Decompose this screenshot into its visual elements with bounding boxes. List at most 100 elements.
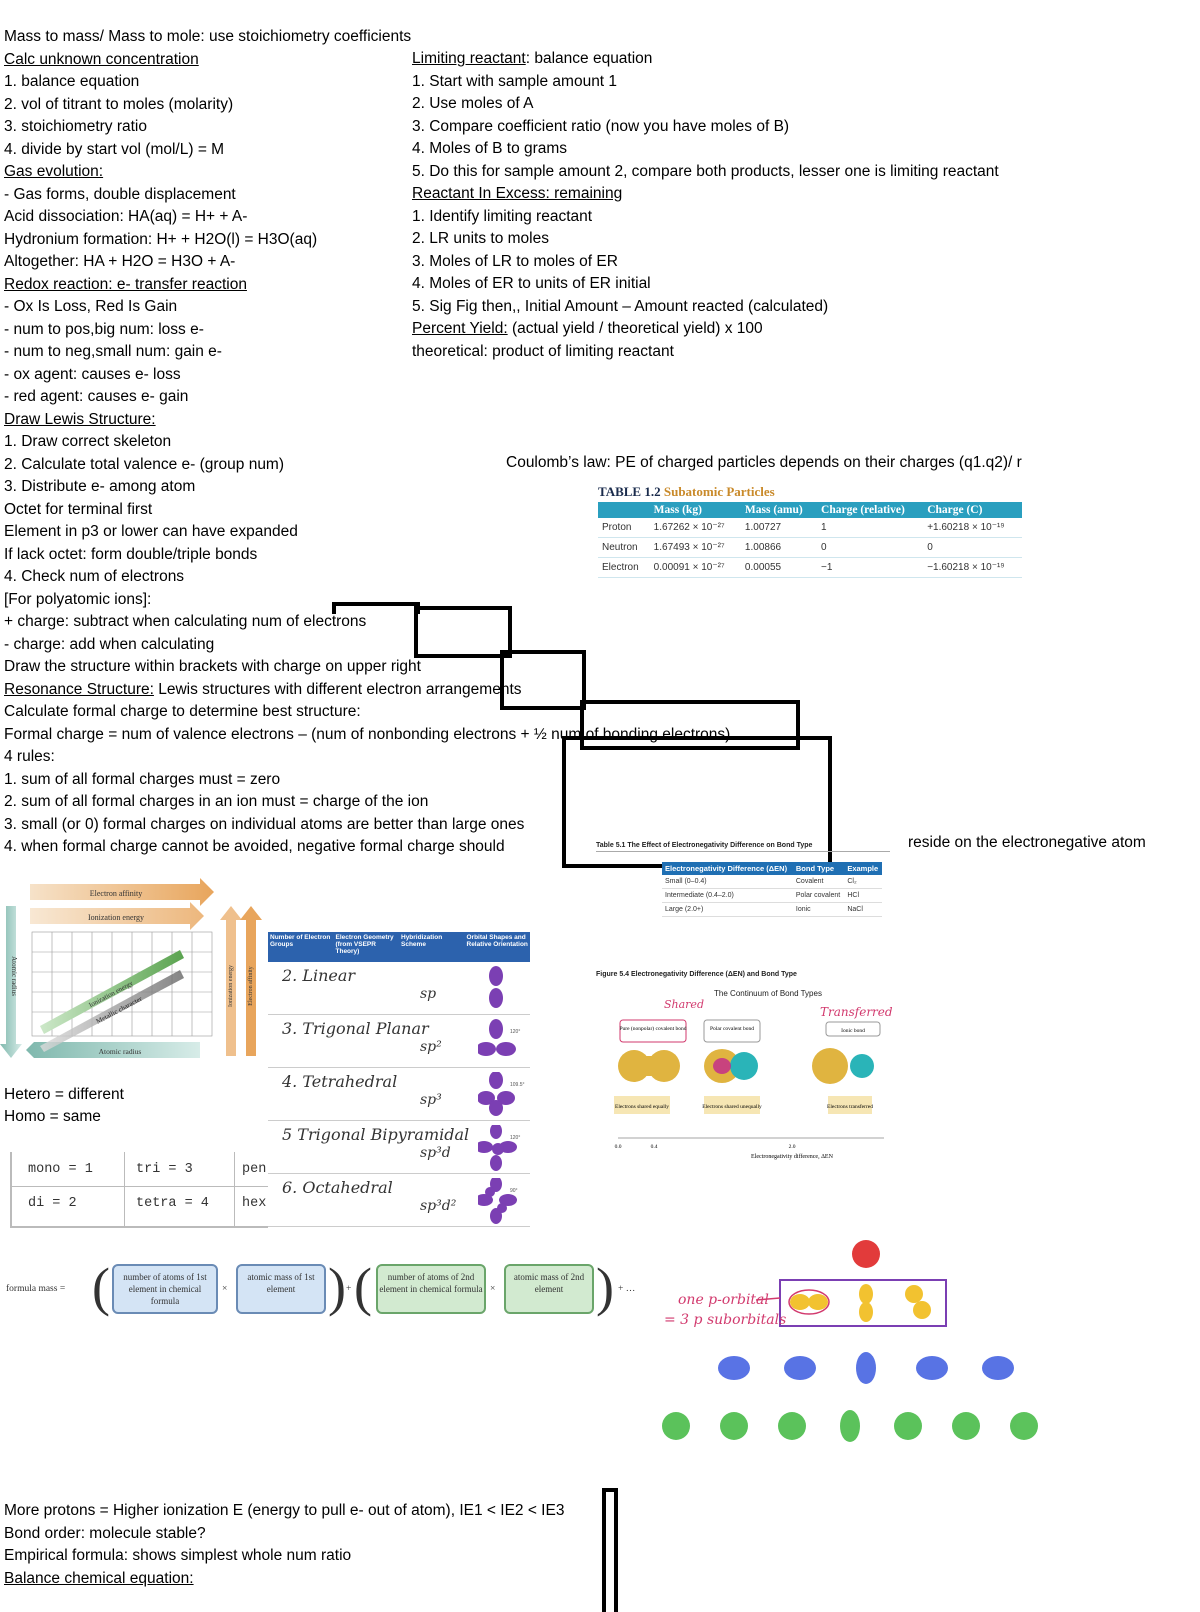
ellipsis: + … bbox=[618, 1284, 636, 1294]
note-text: Percent Yield: bbox=[412, 320, 508, 337]
note-text: 2. LR units to moles bbox=[412, 230, 549, 247]
table-cell: Polar covalent bbox=[792, 888, 845, 903]
f-orbital bbox=[662, 1412, 690, 1440]
divider bbox=[12, 1186, 268, 1187]
note-text: Balance chemical equation: bbox=[4, 1569, 194, 1587]
note-text: 4. Check num of electrons bbox=[4, 568, 185, 585]
table-cell: 1.00727 bbox=[740, 518, 818, 538]
table-cell: 0.00055 bbox=[740, 557, 818, 578]
note-text: 1. Identify limiting reactant bbox=[412, 207, 593, 225]
note-text: More protons = Higher ionization E (ener… bbox=[4, 1502, 565, 1519]
table-cell: Covalent bbox=[792, 875, 845, 889]
table-cell: Neutron bbox=[598, 537, 650, 558]
note-text: - num to neg,small num: gain e- bbox=[4, 343, 222, 360]
table-cell: 1 bbox=[817, 518, 924, 538]
trend-arrow bbox=[30, 902, 204, 930]
note-text: 4 rules: bbox=[4, 748, 55, 765]
trend-arrow bbox=[30, 878, 214, 906]
column-header bbox=[598, 502, 650, 518]
note-line: 4. divide by start vol (mol/L) = M bbox=[4, 141, 224, 159]
note-line: 1. Start with sample amount 1 bbox=[412, 73, 617, 91]
hybridization-label: sp³d bbox=[420, 1145, 451, 1161]
note-text: - charge: add when calculating bbox=[4, 635, 215, 653]
outline-box bbox=[332, 602, 420, 614]
p-orbital bbox=[859, 1302, 873, 1322]
partial-charge bbox=[713, 1058, 731, 1074]
trend-label: Ionization energy bbox=[88, 913, 144, 922]
table-label: TABLE 1.2 bbox=[598, 484, 661, 499]
orbital-shape-icon bbox=[489, 966, 503, 1008]
prefix-cell: tri = 3 bbox=[136, 1162, 193, 1177]
orbital-shape-icon bbox=[478, 1019, 516, 1056]
note-text: 1. balance equation bbox=[4, 73, 140, 90]
note-text: Resonance Structure: bbox=[4, 680, 154, 698]
s-orbital bbox=[852, 1240, 880, 1268]
bond-angle: 120° bbox=[510, 1135, 521, 1141]
f-orbital bbox=[720, 1412, 748, 1440]
axis-tick: 0.4 bbox=[651, 1144, 658, 1150]
note-line: 2. vol of titrant to moles (molarity) bbox=[4, 96, 233, 114]
note-line: Empirical formula: shows simplest whole … bbox=[4, 1547, 351, 1565]
outline-box bbox=[414, 606, 512, 658]
note-text: 3. stoichiometry ratio bbox=[4, 118, 147, 135]
trend-arrow bbox=[0, 906, 22, 1058]
note-text: 1. Start with sample amount 1 bbox=[412, 72, 618, 90]
bond-sublabel: Electrons shared unequally bbox=[702, 1104, 762, 1110]
orbital-pyramid-figure: one p-orbital = 3 p suborbitals bbox=[662, 1240, 1038, 1442]
note-line: Element in p3 or lower can have expanded bbox=[4, 523, 298, 541]
note-line: Resonance Structure: Lewis structures wi… bbox=[4, 681, 522, 699]
note-line: 2. LR units to moles bbox=[412, 230, 549, 248]
column-header: Hybridization Scheme bbox=[401, 934, 443, 948]
trend-arrow bbox=[40, 950, 184, 1034]
p-orbital bbox=[808, 1294, 828, 1310]
note-text: - Gas forms, double displacement bbox=[4, 185, 236, 203]
bond-sublabel: Electrons shared equally bbox=[615, 1104, 669, 1110]
outline-box bbox=[602, 1488, 618, 1612]
table-cell: 0 bbox=[923, 537, 1022, 558]
note-line: - Ox Is Loss, Red Is Gain bbox=[4, 298, 177, 316]
note-text: 2. Calculate total valence e- (group num… bbox=[4, 455, 285, 473]
orbital-shape-icon bbox=[478, 1125, 517, 1171]
note-line: - ox agent: causes e- loss bbox=[4, 366, 181, 384]
column-header: Charge (relative) bbox=[817, 502, 924, 518]
geometry-handwriting: 5 Trigonal Bipyramidal bbox=[282, 1125, 470, 1144]
note-text: 2. vol of titrant to moles (molarity) bbox=[4, 95, 234, 113]
prefix-cell: di = 2 bbox=[28, 1196, 77, 1211]
note-line: Gas evolution: bbox=[4, 163, 103, 181]
trend-label: Ionization energy bbox=[228, 965, 234, 1007]
table-cell: −1 bbox=[817, 557, 924, 578]
d-orbital bbox=[784, 1356, 816, 1380]
note-line: More protons = Higher ionization E (ener… bbox=[4, 1502, 564, 1520]
table-cell: Small (0–0.4) bbox=[662, 875, 793, 889]
note-text: If lack octet: form double/triple bonds bbox=[4, 545, 258, 563]
bond-sublabel: Electrons transferred bbox=[827, 1103, 873, 1110]
column-header: Mass (amu) bbox=[740, 502, 818, 518]
note-text: : balance equation bbox=[525, 50, 653, 67]
hybridization-label: sp bbox=[420, 986, 437, 1002]
column-header: Electron Geometry (from VSEPR Theory) bbox=[335, 934, 394, 955]
note-line: 1. Identify limiting reactant bbox=[412, 208, 592, 226]
prefix-cell: pen bbox=[242, 1162, 267, 1177]
orbital-note: = 3 p suborbitals bbox=[664, 1312, 786, 1328]
column-header: Orbital Shapes and Relative Orientation bbox=[466, 934, 528, 948]
note-line: Draw Lewis Structure: bbox=[4, 411, 156, 429]
sublabel-box bbox=[614, 1096, 670, 1114]
bond-angle: 109.5° bbox=[510, 1082, 525, 1088]
note-line: Formal charge = num of valence electrons… bbox=[4, 726, 730, 744]
note-text: Mass to mass/ Mass to mole: use stoichio… bbox=[4, 28, 412, 45]
subatomic-particles-table: TABLE 1.2 Subatomic Particles Mass (kg)M… bbox=[598, 484, 1022, 578]
note-text: 4. divide by start vol (mol/L) = M bbox=[4, 140, 225, 158]
note-line: Balance chemical equation: bbox=[4, 1570, 194, 1588]
prefix-cell: mono = 1 bbox=[28, 1162, 93, 1177]
p-orbital bbox=[913, 1301, 931, 1319]
axis-tick: 2.0 bbox=[789, 1144, 796, 1150]
note-text: 5. Do this for sample amount 2, compare … bbox=[412, 162, 999, 180]
note-text: Redox reaction: e- transfer reaction bbox=[4, 275, 247, 293]
note-line: Calc unknown concentration bbox=[4, 51, 199, 69]
note-line: 4. Moles of B to grams bbox=[412, 140, 567, 158]
formula-mass-label: formula mass = bbox=[6, 1284, 66, 1294]
